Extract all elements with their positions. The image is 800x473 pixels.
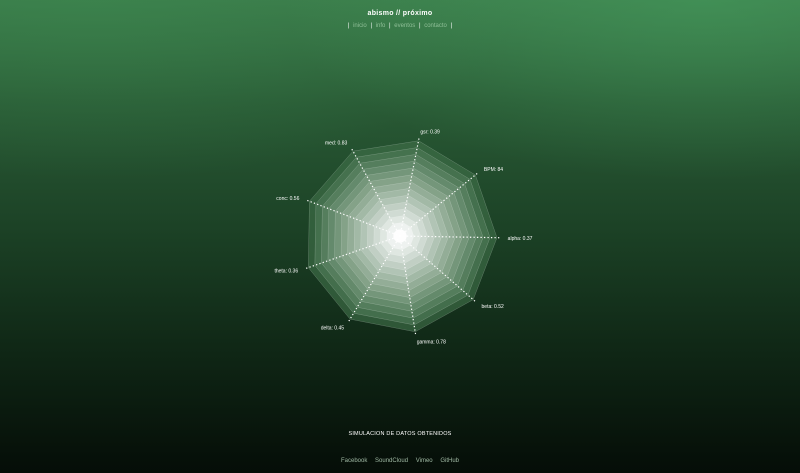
nav-link-inicio[interactable]: inicio: [353, 23, 367, 29]
site-header: abismo // próximo | inicio | info | even…: [0, 9, 800, 30]
nav-separator: |: [389, 23, 391, 29]
radar-label-theta: theta: 0.36: [274, 269, 298, 275]
nav-separator: |: [450, 23, 453, 29]
radar-spoke-bpm: [399, 172, 479, 237]
nav-separator: |: [370, 23, 373, 29]
radar-label-beta: beta: 0.52: [482, 304, 504, 310]
nav-link-contacto[interactable]: contacto: [424, 23, 447, 29]
radar-label-med: med: 0.83: [325, 141, 347, 147]
radar-label-conc: conc: 0.56: [276, 196, 299, 202]
radar-spoke-gamma: [399, 235, 417, 336]
nav-link-eventos[interactable]: eventos: [394, 23, 416, 29]
radar-spokes: [304, 136, 501, 336]
main-nav: | inicio | info | eventos | contacto |: [0, 22, 800, 30]
radar-spoke-gsr: [399, 136, 420, 237]
radar-label-alpha: alpha: 0.37: [508, 236, 533, 242]
nav-link-info[interactable]: info: [375, 23, 386, 29]
nav-separator: |: [418, 23, 421, 29]
site-footer: Facebook SoundCloud Vimeo GitHub: [0, 458, 800, 464]
radar-spoke-conc: [305, 199, 401, 237]
footer-link-github[interactable]: GitHub: [440, 458, 459, 464]
radar-label-bpm: BPM: 84: [484, 167, 503, 173]
radar-label-gamma: gamma: 0.78: [417, 339, 446, 345]
radar-label-gsr: gsr: 0.39: [420, 129, 440, 135]
site-title: abismo // próximo: [367, 10, 433, 17]
radar-spoke-beta: [399, 235, 477, 303]
nav-separator: |: [347, 23, 350, 29]
radar-label-delta: delta: 0.45: [321, 325, 345, 331]
footer-link-soundcloud[interactable]: SoundCloud: [375, 458, 409, 464]
radar-spoke-theta: [304, 235, 401, 270]
chart-caption: SIMULACION DE DATOS OBTENIDOS: [348, 431, 452, 437]
radar-spoke-med: [350, 147, 401, 237]
radar-spoke-delta: [347, 235, 401, 323]
radar-spoke-alpha: [399, 235, 501, 239]
radar-rings: [308, 140, 498, 333]
footer-link-vimeo[interactable]: Vimeo: [415, 458, 433, 464]
footer-link-facebook[interactable]: Facebook: [341, 458, 368, 464]
